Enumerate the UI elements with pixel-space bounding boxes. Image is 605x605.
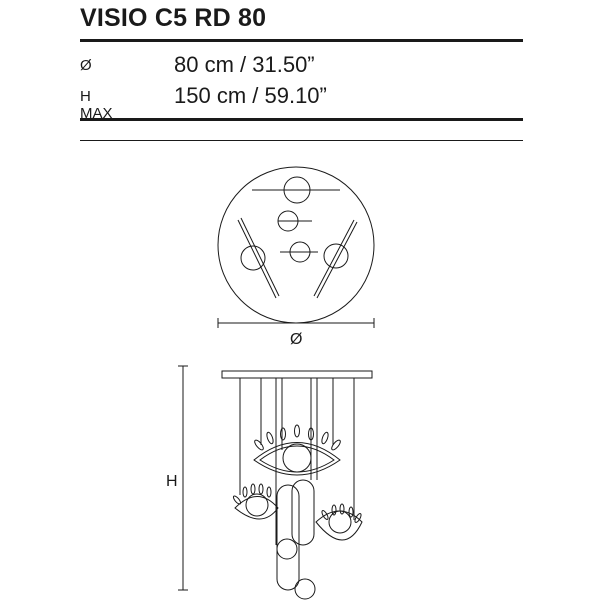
- product-title: VISIO C5 RD 80: [80, 4, 267, 32]
- divider-thick: [80, 39, 523, 42]
- spec-label: H MAX: [80, 88, 113, 122]
- spec-value: 80 cm / 31.50”: [174, 52, 315, 77]
- diameter-label: Ø: [290, 331, 303, 348]
- height-dimension: [178, 365, 188, 591]
- eyelashes: [232, 424, 362, 523]
- height-label: H: [166, 473, 178, 490]
- divider-thin: [80, 140, 523, 141]
- spec-label: Ø: [80, 57, 92, 74]
- spec-value: 150 cm / 59.10”: [174, 83, 327, 108]
- divider-thick: [80, 118, 523, 121]
- diameter-dimension: [217, 318, 375, 328]
- side-view: [221, 370, 373, 600]
- top-view: [217, 166, 375, 324]
